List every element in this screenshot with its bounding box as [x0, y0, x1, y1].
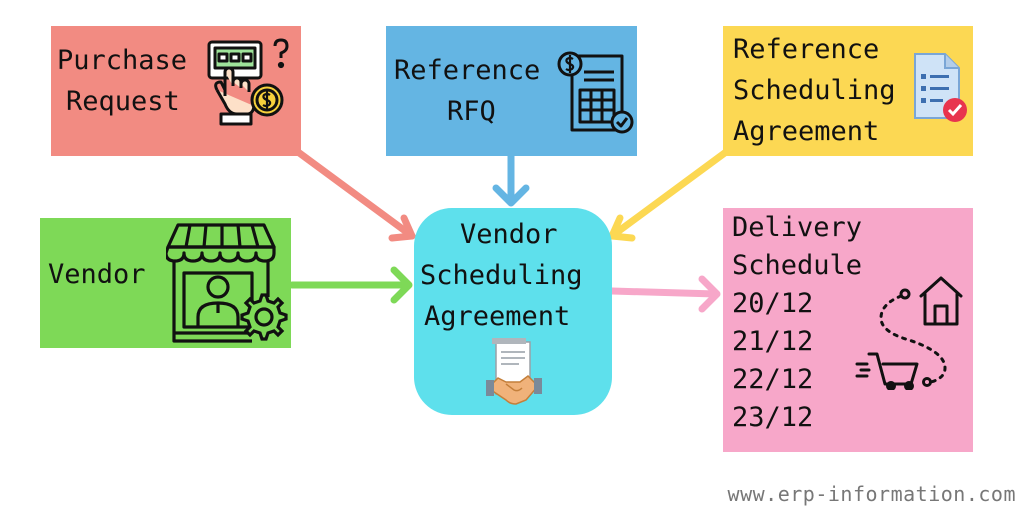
handshake-contract-icon [486, 338, 542, 405]
vsa-line2: Scheduling [420, 260, 583, 291]
reference-scheduling-line1: Reference [733, 34, 880, 65]
reference-scheduling-agreement-node: Reference Scheduling Agreement [723, 26, 973, 156]
purchase-request-node: Purchase Request [51, 26, 301, 156]
delivery-date: 20/12 [732, 288, 814, 319]
vsa-line3: Agreement [424, 301, 571, 332]
touchscreen-payment-icon [207, 38, 289, 126]
reference-scheduling-line3: Agreement [733, 116, 880, 147]
delivery-schedule-line1: Delivery [732, 212, 863, 243]
reference-scheduling-line2: Scheduling [733, 75, 896, 106]
delivery-schedule-node: Delivery Schedule 20/12 21/12 22/12 23/1… [723, 208, 973, 452]
vendor-node: Vendor [40, 218, 291, 348]
arrow-refsched-to-vsa [608, 148, 730, 242]
checklist-icon [914, 53, 967, 122]
storefront-vendor-icon [166, 223, 288, 343]
delivery-date: 21/12 [732, 326, 814, 357]
arrow-vendor-to-vsa [288, 266, 413, 304]
reference-rfq-node: Reference RFQ [386, 26, 637, 156]
reference-rfq-line1: Reference [394, 55, 541, 86]
arrow-vsa-to-delivery [608, 275, 721, 313]
delivery-date: 22/12 [732, 364, 814, 395]
watermark-text: www.erp-information.com [727, 482, 1016, 506]
arrow-purchase-to-vsa [294, 148, 416, 242]
delivery-schedule-line2: Schedule [732, 250, 863, 281]
vsa-line1: Vendor [460, 219, 558, 250]
arrow-rfq-to-vsa [492, 152, 530, 207]
invoice-icon [557, 51, 634, 134]
reference-rfq-line2: RFQ [447, 96, 496, 127]
vendor-scheduling-agreement-node: Vendor Scheduling Agreement [414, 208, 612, 415]
purchase-request-line1: Purchase [57, 45, 188, 76]
delivery-date: 23/12 [732, 402, 814, 433]
delivery-route-icon [855, 276, 963, 390]
vendor-label: Vendor [48, 259, 146, 290]
purchase-request-line2: Request [66, 86, 180, 117]
